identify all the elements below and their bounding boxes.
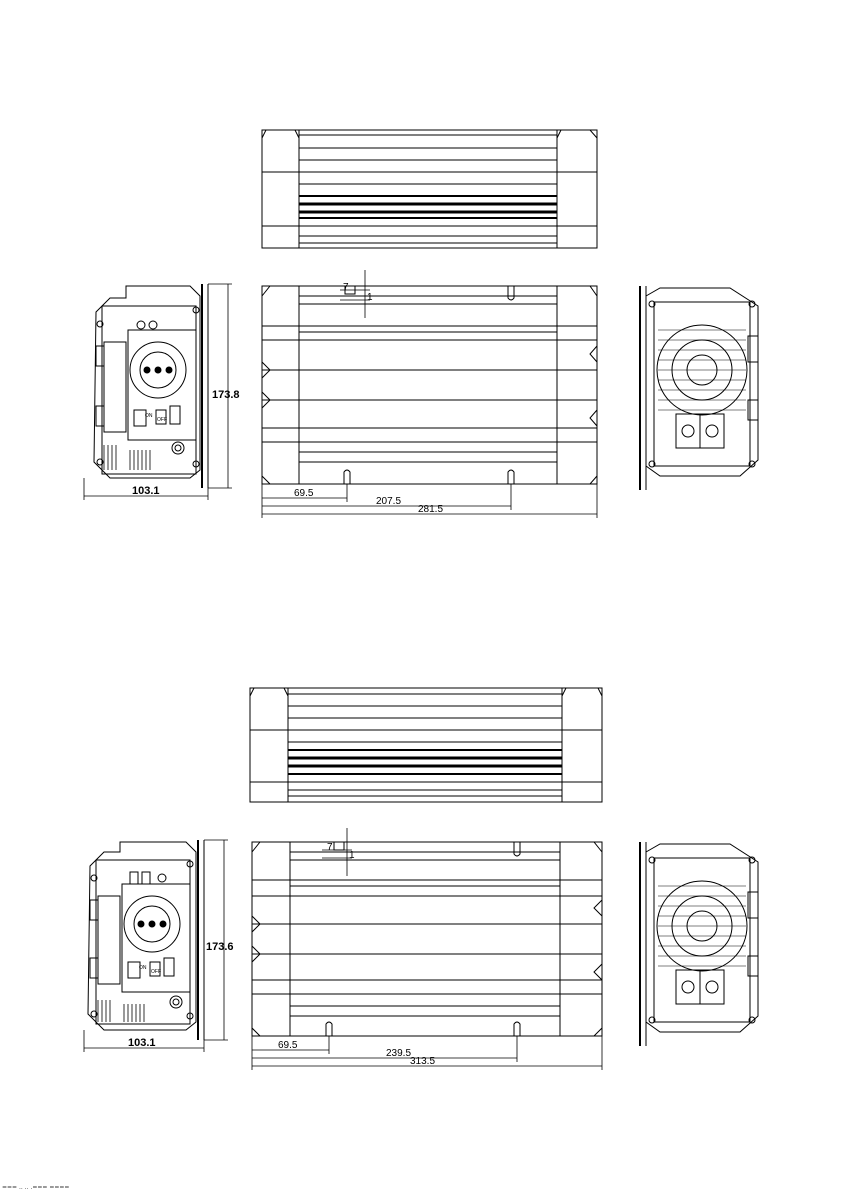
front-panel-view <box>94 284 208 488</box>
overall-length-label: 313.5 <box>410 1056 435 1067</box>
side-view <box>252 842 602 1036</box>
overall-length-label: 281.5 <box>418 504 443 515</box>
top-view <box>250 688 602 802</box>
slot-depth-label: 1 <box>367 292 373 303</box>
front-dimensions <box>84 284 232 500</box>
inverter-drawing-2: 173.6 103.1 69.5 239.5 313.5 7 1 ON OFF <box>0 560 843 1120</box>
depth-dimension-label: 173.8 <box>212 389 240 401</box>
switch-off-label: OFF <box>157 417 167 423</box>
side-dimensions <box>252 828 602 1070</box>
switch-off-label: OFF <box>151 969 161 975</box>
slot-width-label: 7 <box>327 842 333 853</box>
width-dimension-label: 103.1 <box>132 485 160 497</box>
switch-on-label: ON <box>145 413 153 419</box>
switch-on-label: ON <box>139 965 147 971</box>
slot-spacing-2-label: 207.5 <box>376 496 401 507</box>
slot-spacing-2-label: 239.5 <box>386 1048 411 1059</box>
slot-width-label: 7 <box>343 282 349 293</box>
width-dimension-label: 103.1 <box>128 1037 156 1049</box>
side-dimensions <box>262 270 597 518</box>
top-view <box>262 130 597 248</box>
slot-spacing-1-label: 69.5 <box>294 488 314 499</box>
footer-text: === .. .. .=== ==== <box>2 1184 69 1191</box>
slot-depth-label: 1 <box>349 850 355 861</box>
depth-dimension-label: 173.6 <box>206 941 234 953</box>
front-panel-view <box>88 840 204 1040</box>
slot-spacing-1-label: 69.5 <box>278 1040 298 1051</box>
inverter-drawing-1: 173.8 103.1 69.5 207.5 281.5 7 1 ON OFF <box>0 0 843 560</box>
side-view <box>262 286 597 484</box>
back-panel-view <box>640 842 758 1046</box>
back-panel-view <box>640 286 758 490</box>
